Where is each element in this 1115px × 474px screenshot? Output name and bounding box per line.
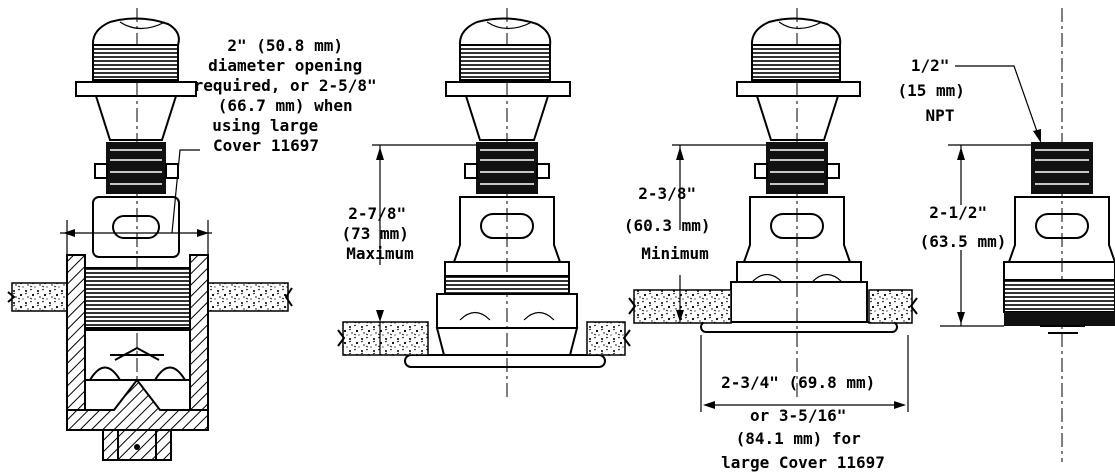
ceiling-right	[207, 282, 289, 312]
view3-bottom-line-2: or 3-5/16"	[750, 406, 846, 425]
view2-maximum-note: 2-7/8" (73 mm) Maximum	[341, 204, 418, 263]
view-3-minimum-recess: 2-3/8" (60.3 mm) Minimum 2-3/4" (69.8 mm…	[624, 8, 918, 472]
view3-bottom-line-4: large Cover 11697	[721, 453, 885, 472]
view2-line-2: (73 mm)	[341, 224, 408, 243]
view1-opening-note: 2" (50.8 mm) diameter opening required, …	[194, 36, 387, 155]
view1-line-2: diameter opening	[208, 56, 362, 75]
view3-line-3: Minimum	[641, 244, 709, 263]
view2-line-1: 2-7/8"	[348, 204, 406, 223]
view4-top-line-3: NPT	[926, 106, 955, 125]
view4-line-1: 2-1/2"	[929, 203, 987, 222]
view4-npt-note: 1/2" (15 mm) NPT	[897, 56, 974, 125]
view2-line-3: Maximum	[346, 244, 414, 263]
view1-line-3: required, or 2-5/8"	[194, 76, 377, 95]
view1-line-6: Cover 11697	[213, 136, 319, 155]
view1-line-1: 2" (50.8 mm)	[227, 36, 343, 55]
view3-cover-note: 2-3/4" (69.8 mm) or 3-5/16" (84.1 mm) fo…	[721, 373, 885, 472]
view3-bottom-line-1: 2-3/4" (69.8 mm)	[721, 373, 875, 392]
view3-line-2: (60.3 mm)	[624, 216, 711, 235]
view-4-sprinkler-head: 2-1/2" (63.5 mm) 1/2" (15 mm) NPT	[897, 8, 1115, 462]
view3-line-1: 2-3/8"	[638, 184, 696, 203]
view4-line-2: (63.5 mm)	[920, 232, 1007, 251]
view3-minimum-note: 2-3/8" (60.3 mm) Minimum	[624, 184, 720, 263]
view-1-recessed-housing: 2" (50.8 mm) diameter opening required, …	[7, 8, 387, 461]
view-2-maximum-recess: 2-7/8" (73 mm) Maximum	[337, 8, 631, 400]
view1-line-4: (66.7 mm) when	[218, 96, 353, 115]
view3-bottom-line-3: (84.1 mm) for	[736, 429, 861, 448]
view4-top-line-1: 1/2"	[911, 56, 950, 75]
ceiling-left	[11, 282, 68, 312]
view4-height-note: 2-1/2" (63.5 mm)	[920, 203, 1007, 251]
view1-line-5: using large	[212, 116, 318, 135]
view4-top-line-2: (15 mm)	[897, 81, 964, 100]
